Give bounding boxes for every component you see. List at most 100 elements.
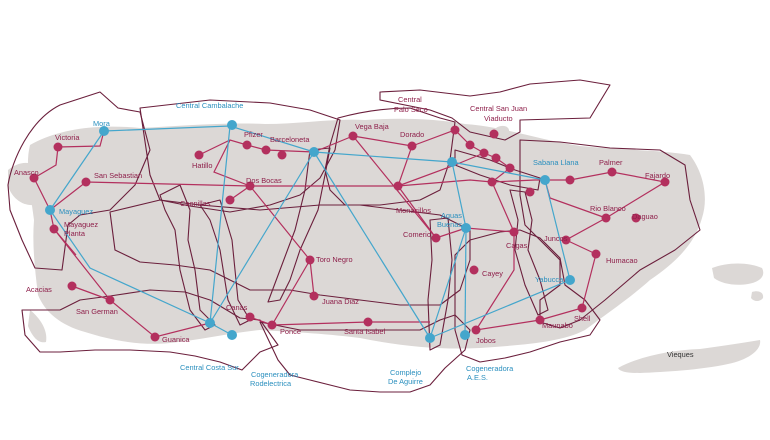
label-dorado: Dorado (400, 130, 424, 139)
label-maunabo: Maunabo (542, 321, 573, 330)
node-ponce (267, 320, 277, 330)
node-palo-seco-blue (447, 157, 457, 167)
node-cagas (509, 227, 519, 237)
red-nodes (29, 125, 670, 342)
node-mayaguez (45, 205, 55, 215)
node-dorado (407, 141, 417, 151)
zone-south (259, 314, 471, 393)
node-guanica (150, 332, 160, 342)
node-costa-sur (205, 318, 215, 328)
label-victoria: Victoria (55, 133, 80, 142)
label-sabana-llana: Sabana Llana (533, 158, 580, 167)
label-juncos: Juncos (544, 234, 568, 243)
label-central-cambalache: Central Cambalache (176, 101, 243, 110)
zone-north-east-central (324, 107, 456, 206)
cayo-land (496, 125, 510, 136)
label-central-costa-sur: Central Costa Sur (180, 363, 239, 372)
label-fajardo: Fajardo (645, 171, 670, 180)
label-mayaguez-planta-2: Planta (64, 229, 86, 238)
node-pfizer (242, 140, 252, 150)
node-sj-c (491, 153, 501, 163)
node-palo-seco (450, 125, 460, 135)
label-mayaguez: Mayaguez (59, 207, 93, 216)
label-comerio: Comerio (403, 230, 431, 239)
label-anasco: Anasco (14, 168, 39, 177)
node-anasco (29, 173, 39, 183)
label-central-sj-2: Viaducto (484, 114, 513, 123)
label-cogeneradora-aes-1: Cogeneradora (466, 364, 514, 373)
blue-lines (49, 125, 571, 339)
labels: Victoria Mora Central Cambalache Pfizer … (14, 95, 694, 388)
node-santa-isabel (363, 317, 373, 327)
node-rio-blanco (601, 213, 611, 223)
label-mora: Mora (93, 119, 111, 128)
node-sabana-west (525, 187, 535, 197)
node-monacillos (393, 181, 403, 191)
label-rio-blanco: Rio Blanco (590, 204, 626, 213)
label-juana-diaz: Juana Diaz (322, 297, 359, 306)
node-comerio (431, 233, 441, 243)
label-central-palo-seco-1: Central (398, 95, 422, 104)
zone-west (7, 91, 151, 271)
node-acacias (67, 281, 77, 291)
label-santa-isabel: Santa Isabel (344, 327, 385, 336)
zone-boundaries (7, 79, 701, 393)
node-daguao (631, 213, 641, 223)
label-guanica: Guanica (162, 335, 190, 344)
label-shell: Shell (574, 314, 591, 323)
label-san-german: San German (76, 307, 118, 316)
corridor-central (199, 199, 251, 326)
northeast-islet-land (684, 159, 696, 169)
node-barceloneta-blue (309, 147, 319, 157)
node-dos-bocas (245, 181, 255, 191)
western-cape-land (8, 162, 41, 206)
culebra-land (712, 263, 764, 285)
corridor-north-coast (454, 149, 541, 191)
culebrita-land (751, 291, 764, 301)
corridor-southeast (509, 189, 549, 316)
label-daguao: Daguao (632, 212, 658, 221)
label-central-palo-seco-2: Palo Seco (394, 105, 428, 114)
label-aguas-buenas-1: Aguas (441, 211, 462, 220)
node-yabucca (565, 275, 575, 285)
vieques-land (618, 340, 761, 373)
label-cayey: Cayey (482, 269, 503, 278)
label-aguas-buenas-2: Buenas (437, 220, 462, 229)
corridor-east-south (427, 217, 453, 351)
node-hatillo (194, 150, 204, 160)
node-fajardo (660, 177, 670, 187)
label-monacillos: Monacillos (396, 206, 431, 215)
node-sabana-east (565, 175, 575, 185)
node-sabana-llana (540, 175, 550, 185)
label-jobos: Jobos (476, 336, 496, 345)
label-central-sj-1: Central San Juan (470, 104, 527, 113)
label-acacias: Acacias (26, 285, 52, 294)
label-toro-negro: Toro Negro (316, 255, 353, 264)
label-san-sebastian: San Sebastian (94, 171, 142, 180)
node-aguas-buenas (461, 223, 471, 233)
node-barceloneta-b (277, 150, 287, 160)
node-cayey (469, 265, 479, 275)
label-cogeneradora-aes-2: A.E.S. (467, 373, 488, 382)
node-jobos (471, 325, 481, 335)
node-sj-e (505, 163, 515, 173)
label-cogeneradora-rod-2: Rodelectrica (250, 379, 292, 388)
corridor-west-south (159, 184, 216, 331)
node-sj-b (479, 148, 489, 158)
node-palmer (607, 167, 617, 177)
label-hatillo: Hatillo (192, 161, 213, 170)
blue-nodes (45, 120, 575, 343)
zone-san-juan (379, 79, 611, 141)
node-sj-a (465, 140, 475, 150)
zone-central (109, 199, 471, 306)
southwest-land (28, 310, 47, 343)
label-palmer: Palmer (599, 158, 623, 167)
node-humacao (591, 249, 601, 259)
node-juana-diaz (309, 291, 319, 301)
label-canas: Canas (226, 303, 248, 312)
node-sj-d (489, 129, 499, 139)
label-complejo-1: Complejo (390, 368, 421, 377)
node-aguirre (425, 333, 435, 343)
label-mayaguez-planta-1: Mayaguez (64, 220, 98, 229)
